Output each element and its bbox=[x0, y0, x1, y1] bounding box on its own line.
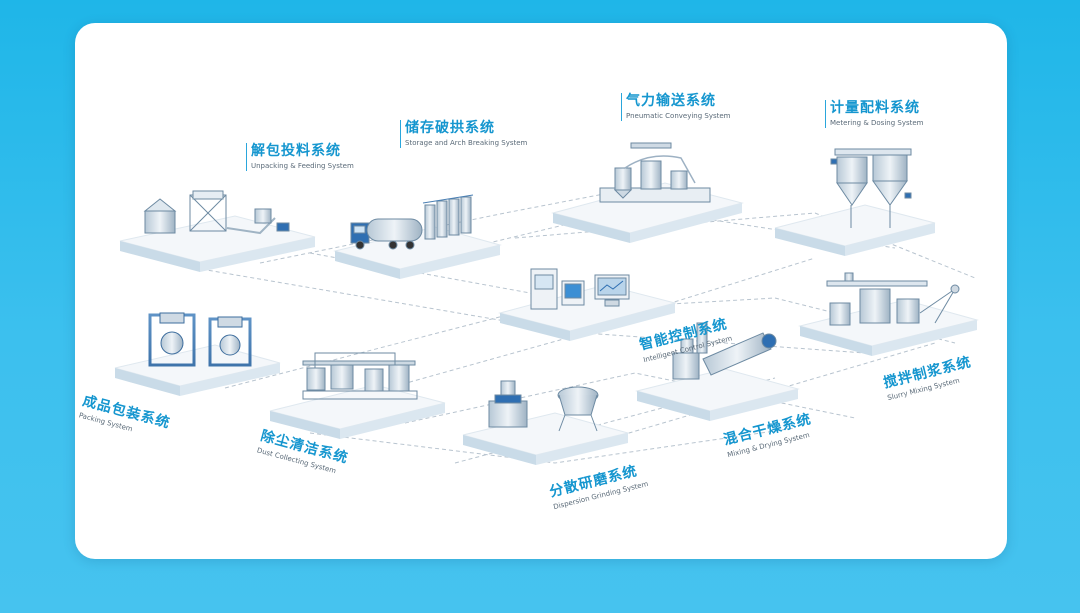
system-name-en: Pneumatic Conveying System bbox=[626, 112, 731, 120]
system-name-zh: 储存破拱系统 bbox=[405, 120, 495, 136]
platform-drying bbox=[635, 368, 800, 421]
system-name-zh: 气力输送系统 bbox=[626, 93, 716, 109]
system-diagram bbox=[114, 142, 979, 465]
platform-grinding bbox=[462, 412, 629, 465]
grinding-mill-icon bbox=[488, 380, 599, 432]
dosing-hopper-icon bbox=[830, 148, 912, 228]
system-name-zh: 计量配料系统 bbox=[830, 100, 920, 116]
platform-dust bbox=[269, 384, 446, 439]
feeding-machine-icon bbox=[143, 190, 290, 235]
dryer-mixer-icon bbox=[672, 322, 777, 380]
label-pneumatic-conveying: 气力输送系统 Pneumatic Conveying System bbox=[621, 93, 731, 121]
platform-packing bbox=[114, 344, 281, 396]
conveying-equipment-icon bbox=[599, 142, 711, 203]
label-storage-arch-breaking: 储存破拱系统 Storage and Arch Breaking System bbox=[400, 120, 527, 148]
system-name-en: Metering & Dosing System bbox=[830, 119, 924, 127]
mixing-tank-icon bbox=[826, 272, 960, 326]
platform-metering bbox=[774, 204, 936, 256]
system-name-en: Storage and Arch Breaking System bbox=[405, 139, 528, 147]
control-cabinet-icon bbox=[530, 268, 630, 310]
system-name-en: Unpacking & Feeding System bbox=[251, 162, 354, 170]
dust-collector-icon bbox=[302, 352, 418, 400]
platform-control bbox=[498, 284, 677, 341]
system-name-zh: 解包投料系统 bbox=[251, 143, 341, 159]
diagram-card: 解包投料系统 Unpacking & Feeding System 储存破拱系统… bbox=[75, 23, 1007, 559]
label-metering-dosing: 计量配料系统 Metering & Dosing System bbox=[825, 100, 923, 128]
label-unpacking-feeding: 解包投料系统 Unpacking & Feeding System bbox=[246, 143, 354, 171]
silo-truck-icon bbox=[350, 194, 474, 250]
packing-machine-icon bbox=[148, 312, 252, 367]
